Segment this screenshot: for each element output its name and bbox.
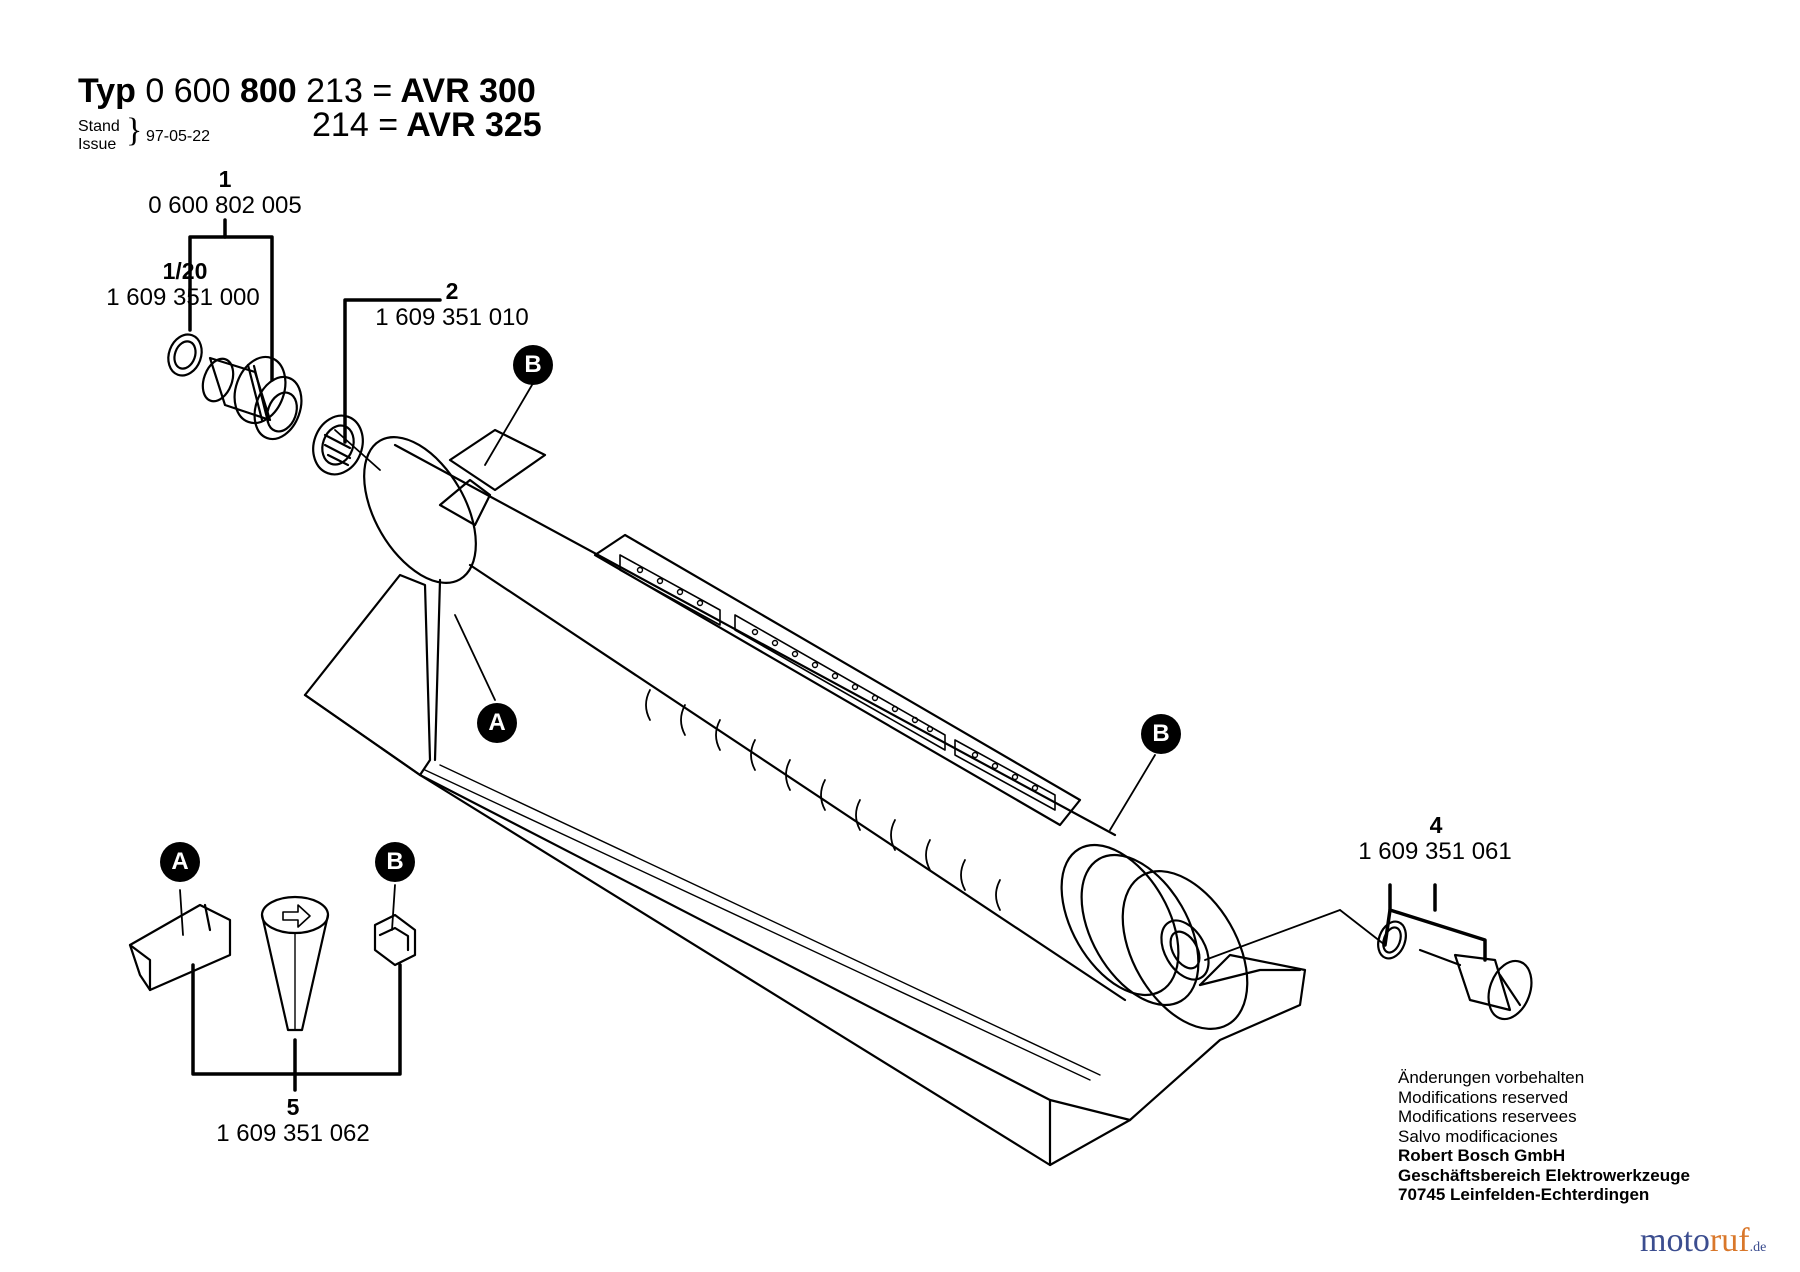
note-line-de: Änderungen vorbehalten: [1398, 1068, 1585, 1087]
issue-label: Issue: [78, 136, 117, 153]
callout-b-right: B: [1141, 714, 1181, 754]
part-5-number: 5: [286, 1094, 300, 1120]
part-1-20-number: 1/20: [162, 258, 208, 284]
spike-part: [260, 895, 330, 1032]
company-address: 70745 Leinfelden-Echterdingen: [1398, 1185, 1650, 1204]
part-1-20-partno: 1 609 351 000: [106, 284, 260, 311]
watermark-moto: moto: [1640, 1222, 1710, 1259]
model-title-line2: 214 = AVR 325: [312, 106, 542, 145]
callout-b-top: B: [513, 345, 553, 385]
brace: }: [126, 112, 143, 149]
callout-b-parts: B: [375, 842, 415, 882]
type-prefix: 0 600: [145, 72, 231, 110]
watermark-ruf: ruf: [1709, 1222, 1750, 1259]
callout-a-parts: A: [160, 842, 200, 882]
company-name: Robert Bosch GmbH: [1398, 1146, 1566, 1165]
end-cap-part: [1377, 920, 1533, 1021]
issue-date: 97-05-22: [146, 128, 211, 145]
clip-b-part: [373, 913, 417, 967]
note-line-en: Modifications reserved: [1398, 1087, 1569, 1107]
variant-2-suffix: 214: [312, 106, 369, 144]
part-1-partno: 0 600 802 005: [148, 192, 302, 219]
stand-label: Stand: [78, 118, 120, 135]
model-title: Typ 0 600 800 213 = AVR 300: [78, 72, 536, 111]
modification-notes: Änderungen vorbehalten Modifications res…: [1398, 1068, 1690, 1205]
variant-1-suffix: 213: [306, 72, 363, 110]
note-line-es: Salvo modificaciones: [1398, 1126, 1558, 1146]
type-bold-mid: 800: [239, 72, 297, 110]
part-2-partno: 1 609 351 010: [375, 304, 529, 331]
part-2-number: 2: [445, 278, 459, 304]
note-line-fr: Modifications reservees: [1398, 1107, 1577, 1126]
part-4-partno: 1 609 351 061: [1358, 838, 1512, 865]
spray-tube: [363, 428, 1249, 1030]
typ-label: Typ: [78, 72, 136, 110]
callout-a-tube: A: [477, 703, 517, 743]
part-5-partno: 1 609 351 062: [216, 1120, 370, 1147]
variant-2-model: AVR 325: [406, 106, 542, 144]
o-ring-part: [167, 333, 203, 377]
watermark-logo: motoruf.de: [1640, 1222, 1766, 1260]
watermark-de: .de: [1749, 1240, 1767, 1255]
hose-connector-part: [201, 355, 303, 441]
clip-a-part: [128, 903, 232, 992]
equals-2: =: [378, 106, 399, 144]
part-1-number: 1: [218, 166, 232, 192]
sprinkler-base: [303, 573, 1307, 1167]
filter-part: [312, 414, 364, 476]
equals-1: =: [372, 72, 393, 110]
variant-1-model: AVR 300: [400, 72, 536, 110]
company-division: Geschäftsbereich Elektrowerkzeuge: [1398, 1165, 1690, 1185]
part-4-number: 4: [1429, 812, 1443, 838]
callout-leaders: [179, 384, 1386, 961]
leader-lines: [188, 218, 1487, 1092]
